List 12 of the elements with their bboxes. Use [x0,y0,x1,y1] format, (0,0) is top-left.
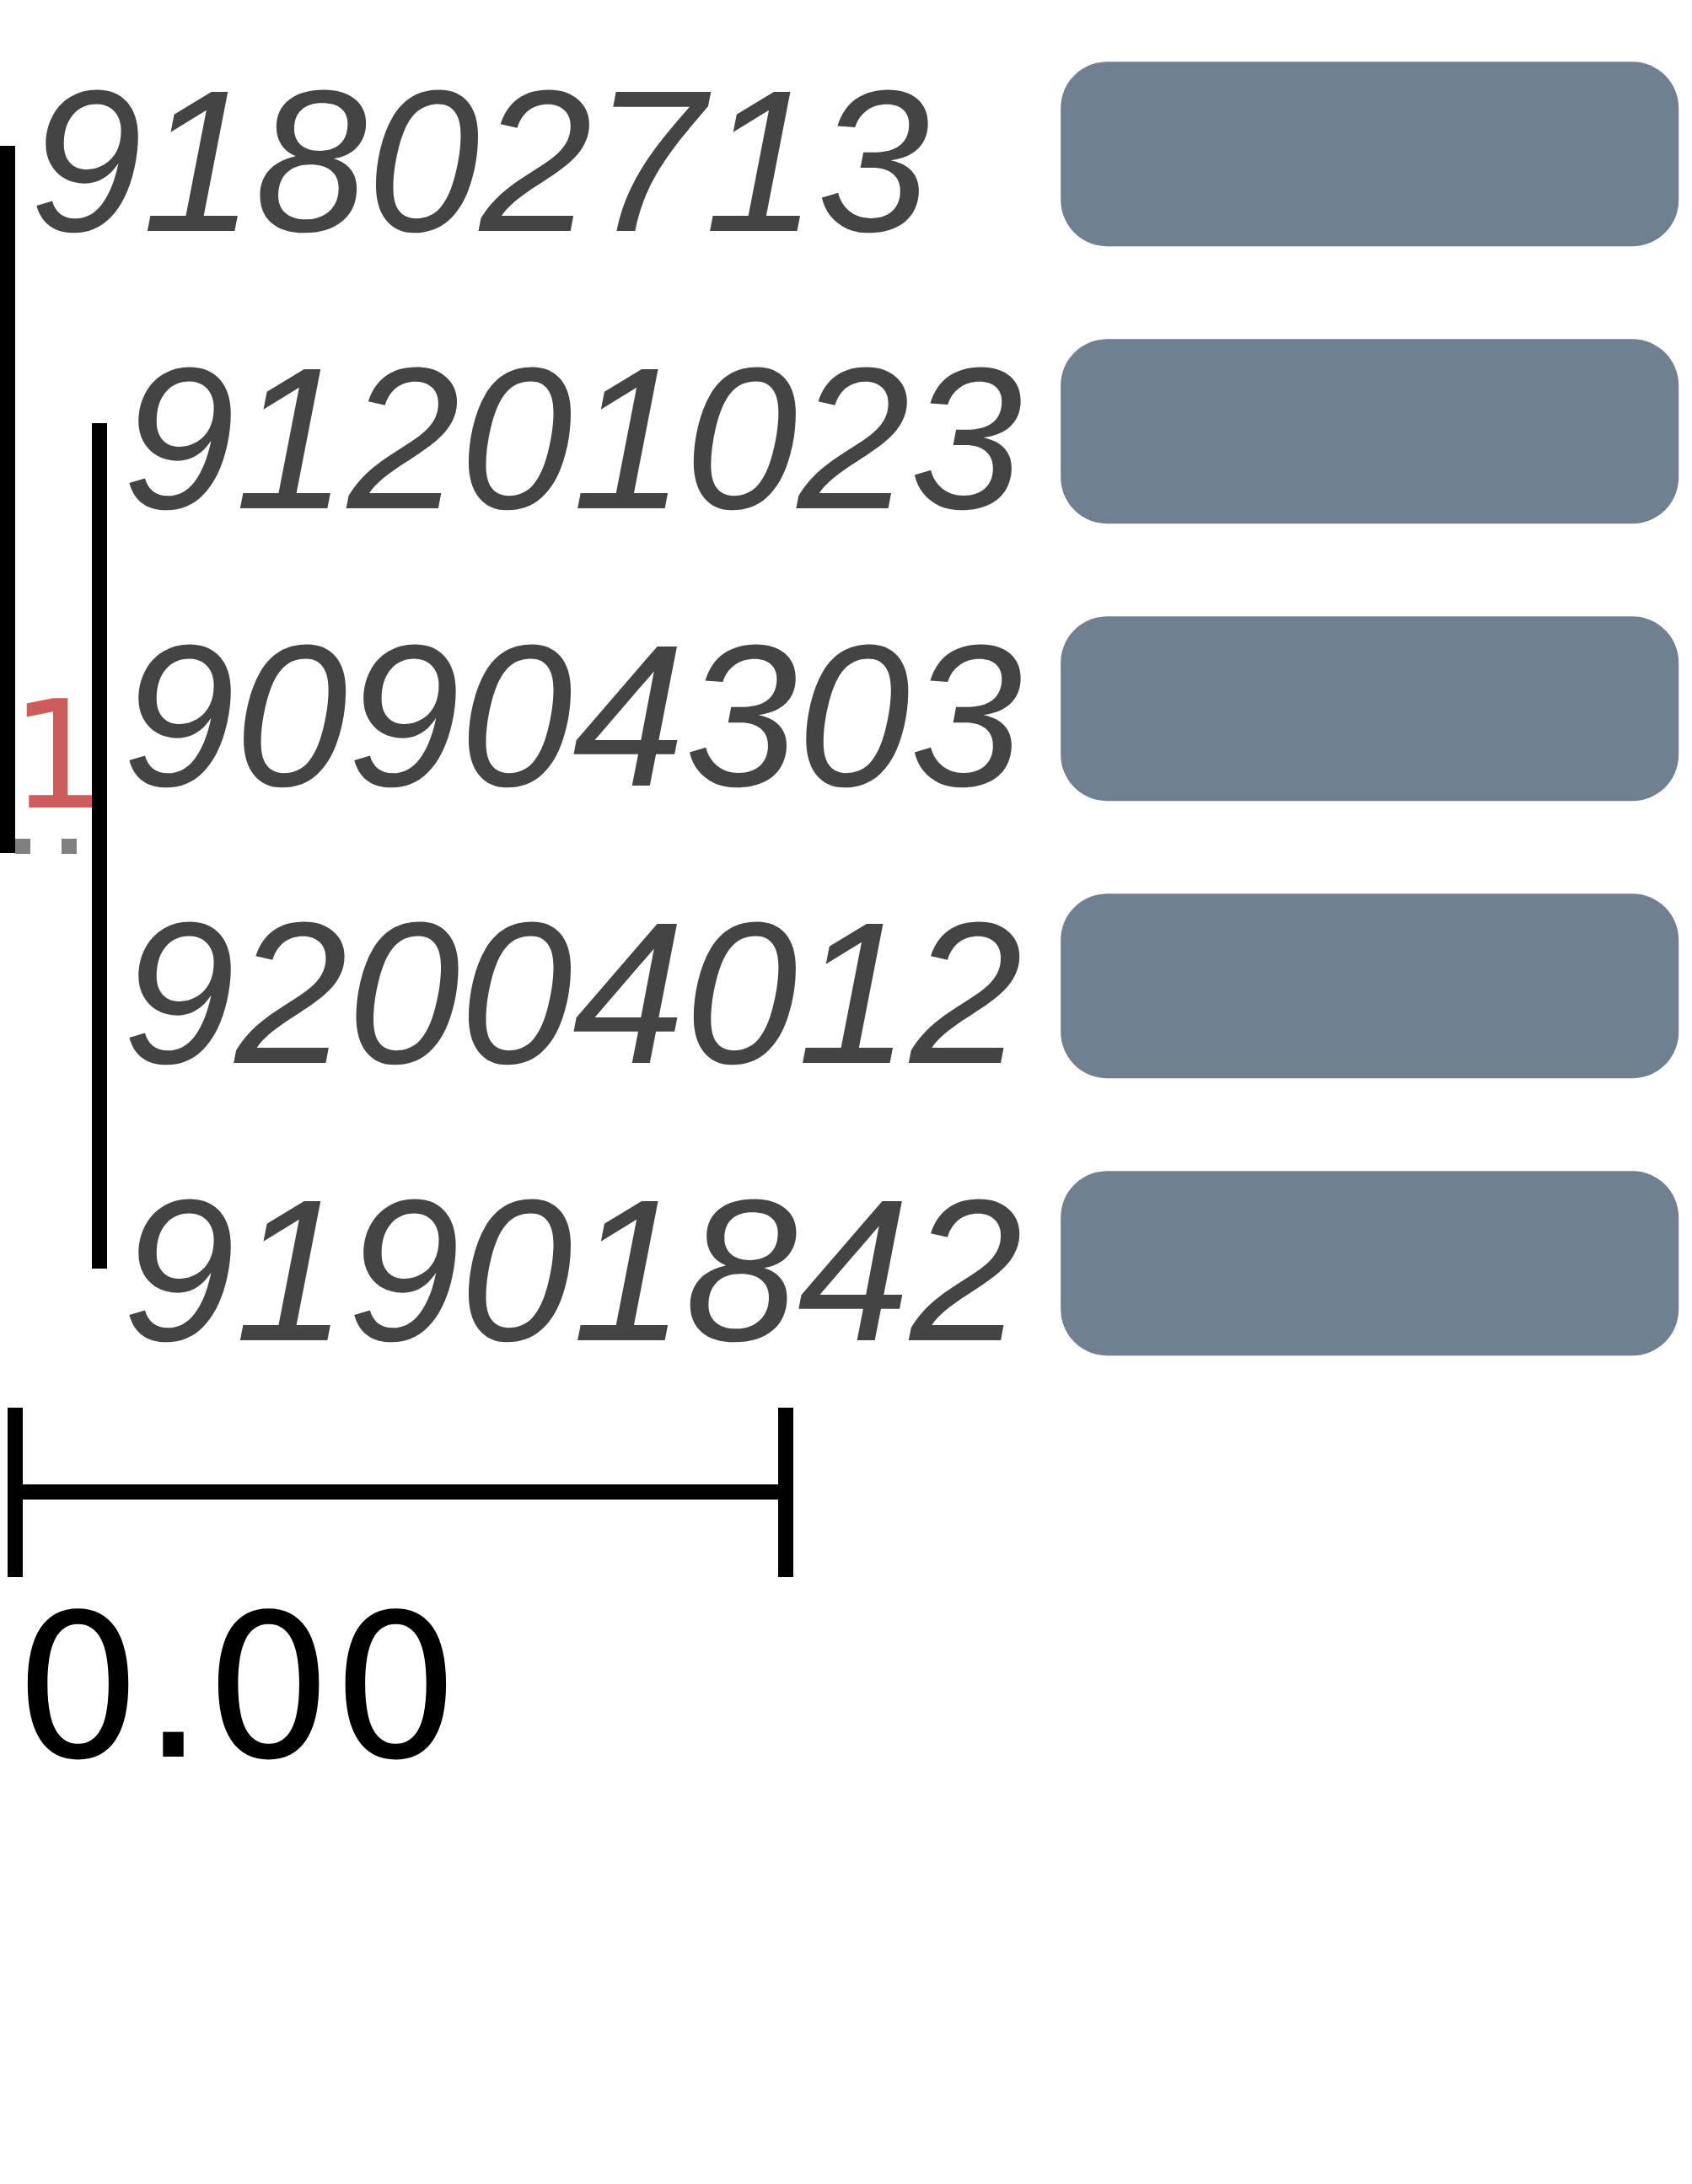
bar [1061,616,1679,802]
bar [1061,1171,1679,1356]
leaf-label: 91901842 [129,1199,1020,1343]
bar [1061,339,1679,524]
leaf-label: 90904303 [129,644,1021,788]
leaf-label: 91802713 [36,89,928,233]
scale-label: 0.00 [27,1608,447,1760]
leaf-label: 91201023 [129,367,1021,511]
bar [1061,62,1679,247]
support-value: 1 [26,698,92,808]
leaf-label: 92004012 [129,921,1020,1065]
bar [1061,893,1679,1079]
